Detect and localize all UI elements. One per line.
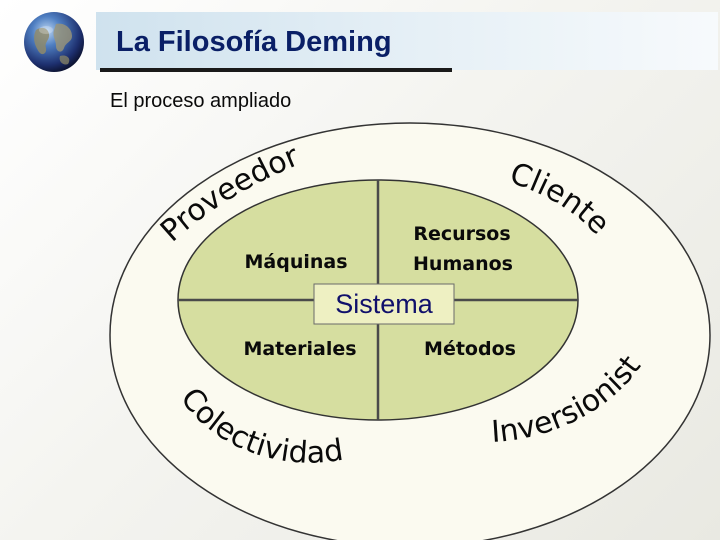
center-label: Sistema bbox=[335, 289, 434, 319]
quadrant-materiales: Materiales bbox=[243, 338, 356, 360]
globe-icon bbox=[24, 12, 84, 72]
quadrant-recursos: Recursos bbox=[413, 223, 510, 245]
center-box bbox=[313, 283, 455, 325]
subtitle: El proceso ampliado bbox=[110, 90, 292, 112]
quadrant-humanos: Humanos bbox=[413, 253, 513, 275]
title-underline bbox=[100, 68, 452, 72]
page-title: La Filosofía Deming bbox=[116, 26, 392, 58]
quadrant-maquinas: Máquinas bbox=[244, 251, 347, 273]
title-banner: La Filosofía Deming bbox=[96, 12, 718, 70]
quadrant-metodos: Métodos bbox=[424, 338, 516, 360]
